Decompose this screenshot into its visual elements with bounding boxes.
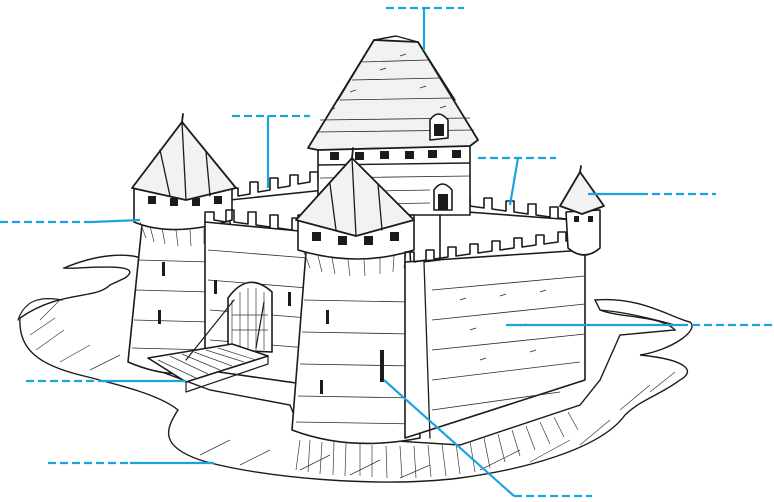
leader-battlement-left <box>232 114 310 188</box>
drawbridge <box>147 299 269 393</box>
leader-left-tower <box>0 218 141 224</box>
keep-windows <box>330 150 461 160</box>
gate-arch <box>227 281 273 353</box>
arrow-slits <box>320 310 384 394</box>
label-leaders <box>0 6 774 498</box>
keep-dormer <box>429 113 449 141</box>
leader-arrow-slit <box>383 379 592 498</box>
left-tower-windows <box>148 196 222 206</box>
right-curtain-wall <box>404 231 586 439</box>
front-tower <box>291 147 421 445</box>
leader-battlement-right <box>478 156 556 206</box>
small-right-turret <box>559 165 605 256</box>
front-tower-windows <box>312 232 399 245</box>
moat-ground <box>17 254 693 483</box>
left-tower <box>127 113 237 375</box>
leader-keep-roof <box>386 6 464 50</box>
